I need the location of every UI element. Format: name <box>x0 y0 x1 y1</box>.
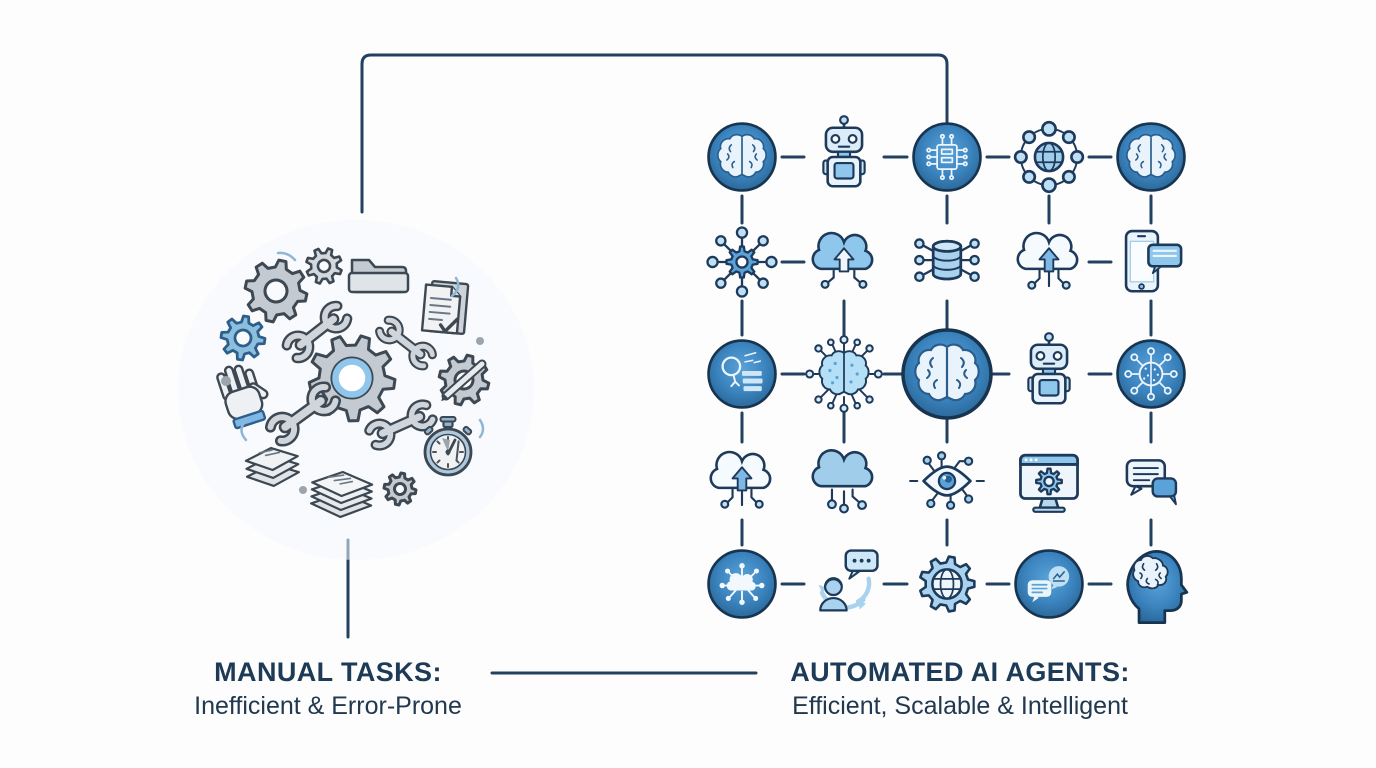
paper-stack-icon <box>309 470 374 519</box>
robot-icon <box>1027 331 1071 405</box>
globe-network-icon <box>1013 120 1085 194</box>
blue-gear-icon <box>219 314 267 362</box>
manual-tasks-subtitle: Inefficient & Error-Prone <box>194 692 462 720</box>
ai-agents-title: AUTOMATED AI AGENTS: <box>790 657 1130 687</box>
center-gear-hub <box>332 358 372 398</box>
cloud-upload-blue-icon <box>813 233 872 288</box>
hand-stop-icon <box>216 364 269 430</box>
chip-circle-icon <box>912 122 982 192</box>
ai-agents-subtitle: Efficient, Scalable & Intelligent <box>792 692 1128 720</box>
head-brain-icon <box>1126 549 1189 625</box>
folder-icon <box>347 258 410 294</box>
cloud-network-icon <box>813 450 872 512</box>
gear-network-icon <box>706 226 778 298</box>
chat-circle-icon <box>1014 549 1084 619</box>
grid-connectors <box>740 155 1153 586</box>
gear-globe-icon <box>919 555 976 613</box>
search-list-circle-icon <box>707 339 777 409</box>
manual-tasks-caption: MANUAL TASKS: Inefficient & Error-Prone <box>100 656 556 721</box>
small-gear-icon <box>305 247 343 285</box>
phone-chat-icon <box>1124 229 1183 293</box>
gear-pencil-icon <box>437 353 491 407</box>
monitor-gear-icon <box>1019 453 1079 514</box>
chat-bubbles-icon <box>1125 459 1178 506</box>
database-network-icon <box>913 238 981 283</box>
brain-circle-large-icon <box>903 330 991 418</box>
person-chat-icon <box>818 551 877 611</box>
cluster-accents <box>221 251 485 494</box>
documents-check-icon <box>420 280 470 336</box>
paper-stack-icon <box>244 446 300 488</box>
flow-connector-bracket <box>360 53 949 214</box>
gear-icon <box>243 258 309 324</box>
ai-agents-caption: AUTOMATED AI AGENTS: Efficient, Scalable… <box>720 656 1200 721</box>
ai-agent-grid <box>706 114 1189 625</box>
manual-tasks-illustration <box>178 220 534 560</box>
brain-circle-icon <box>709 124 776 191</box>
neural-circle-icon <box>1116 339 1186 409</box>
small-gear-icon <box>382 471 418 507</box>
eye-circuit-icon <box>908 450 986 511</box>
stopwatch-icon <box>423 416 473 477</box>
cloud-upload-white-icon <box>1018 233 1077 289</box>
manual-tasks-title: MANUAL TASKS: <box>214 657 442 687</box>
robot-icon <box>822 114 866 188</box>
brain-circle-icon <box>1118 124 1185 191</box>
brain-network-icon <box>806 336 882 412</box>
cloud-network-circle-icon <box>709 551 776 618</box>
cloud-upload-white-icon <box>711 452 770 508</box>
